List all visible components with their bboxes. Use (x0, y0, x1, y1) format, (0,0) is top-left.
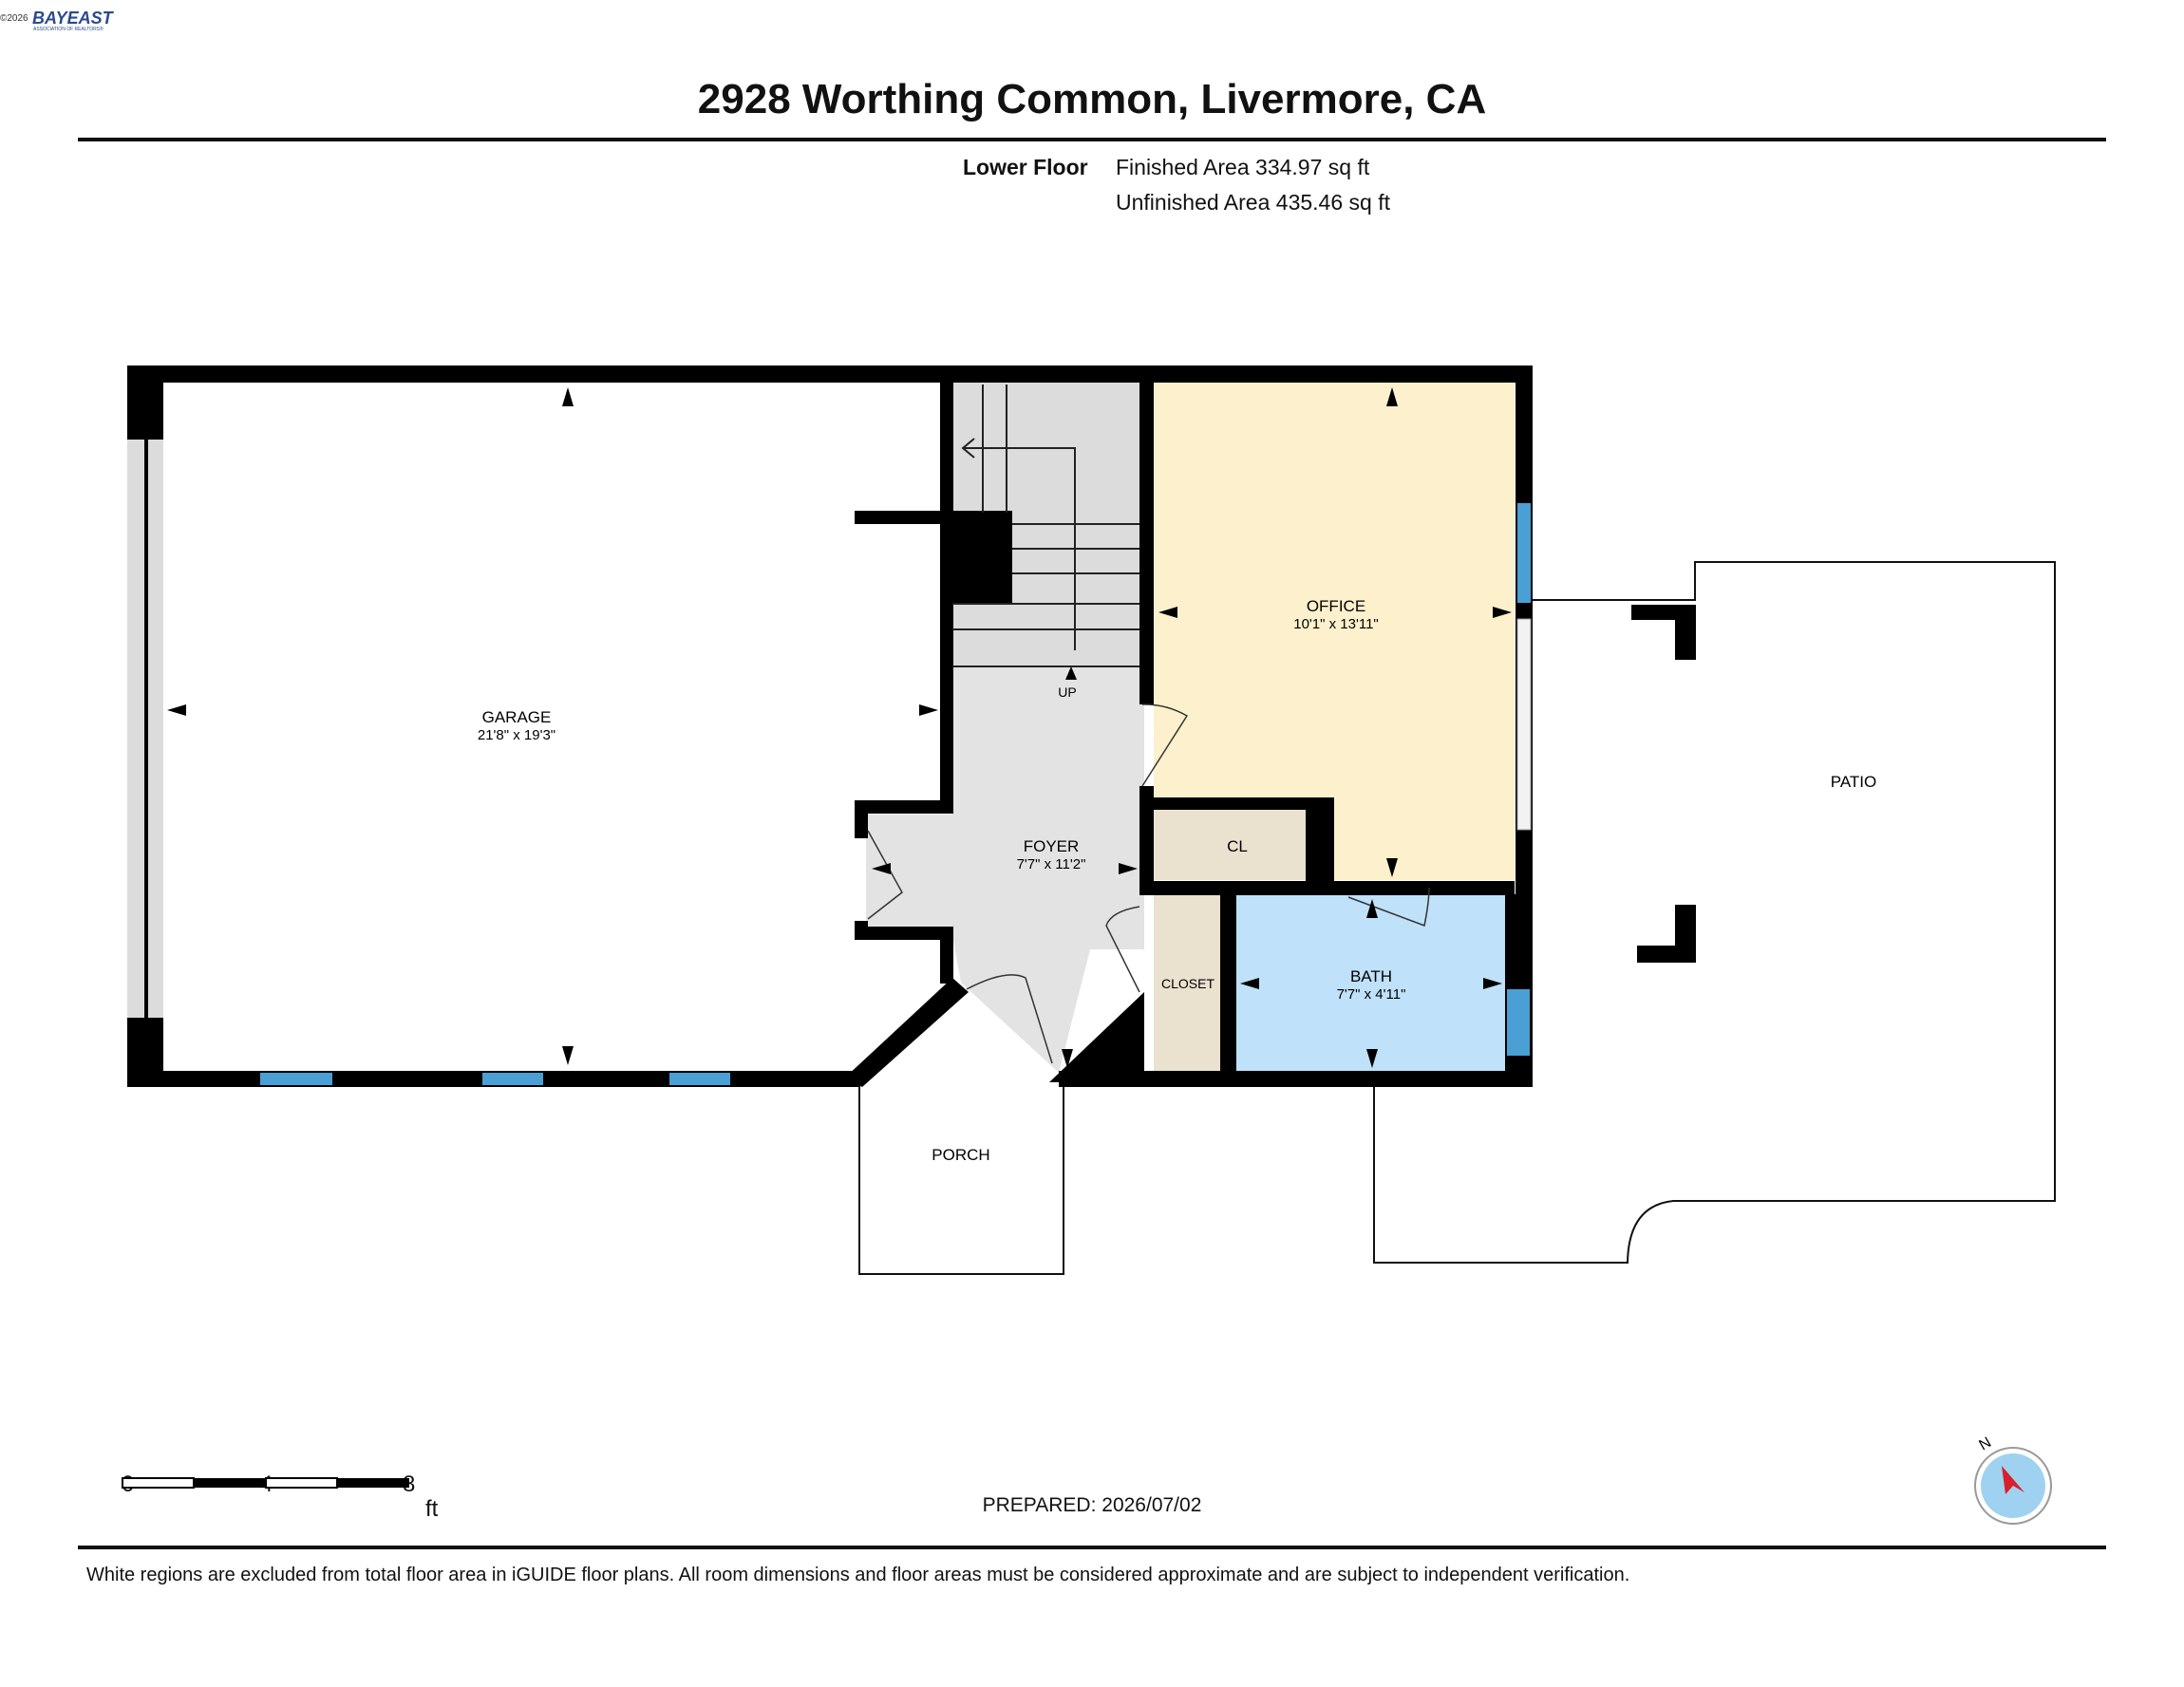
logo-subtext: ASSOCIATION OF REALTORS® (33, 26, 104, 32)
garage-dims: 21'8" x 19'3" (478, 727, 555, 743)
door-swings (867, 703, 1430, 1064)
porch-label: PORCH (932, 1146, 989, 1164)
foyer-label: FOYER (1024, 837, 1080, 855)
closet-label: CLOSET (1161, 976, 1214, 991)
prepared-date: PREPARED: 2026/07/02 (982, 1494, 1202, 1516)
office-floor (1154, 382, 1515, 880)
scale-bar (122, 1477, 409, 1489)
patio-outline (1373, 561, 2056, 1264)
patio-label: PATIO (1831, 773, 1877, 791)
cl-floor (1154, 810, 1320, 880)
page-title: 2928 Worthing Common, Livermore, CA (697, 76, 1487, 122)
closet-floor (1154, 894, 1220, 1073)
garage-floor (163, 382, 942, 1073)
dimension-arrows (167, 387, 1512, 1068)
compass-icon: N (1974, 1434, 2052, 1525)
office-label: OFFICE (1307, 597, 1365, 615)
unfinished-area: Unfinished Area 435.46 sq ft (1116, 190, 1390, 215)
cl-label: CL (1227, 837, 1248, 855)
bath-label: BATH (1350, 967, 1392, 985)
windows (260, 503, 1531, 1085)
bayeast-logo: BAYEAST ASSOCIATION OF REALTORS® (32, 9, 115, 32)
copyright-text: ©2026 (0, 13, 28, 24)
garage-label: GARAGE (482, 708, 552, 726)
scale-unit: ft (425, 1496, 439, 1522)
porch-outline (858, 1085, 1064, 1275)
foyer-floor (866, 666, 1144, 1073)
disclaimer-text: White regions are excluded from total fl… (86, 1565, 1630, 1585)
foyer-dims: 7'7" x 11'2" (1017, 856, 1086, 872)
floor-plan: GARAGE 21'8" x 19'3" OFFICE 10'1" x 13'1… (127, 366, 2056, 1275)
header-divider (78, 138, 2106, 141)
office-sliding-door (1516, 618, 1532, 831)
footer-divider (78, 1546, 2106, 1549)
finished-area: Finished Area 334.97 sq ft (1116, 155, 1370, 179)
logo-wordmark: BAYEAST (32, 9, 115, 28)
compass-north-label: N (1977, 1434, 1995, 1454)
stairs-arrow (1065, 666, 1077, 680)
floor-label: Lower Floor (963, 155, 1088, 179)
bath-floor (1236, 894, 1505, 1073)
office-dims: 10'1" x 13'11" (1293, 616, 1379, 632)
bath-dims: 7'7" x 4'11" (1337, 986, 1406, 1003)
stairs-up-label: UP (1058, 684, 1076, 700)
stair-treads (952, 384, 1139, 667)
